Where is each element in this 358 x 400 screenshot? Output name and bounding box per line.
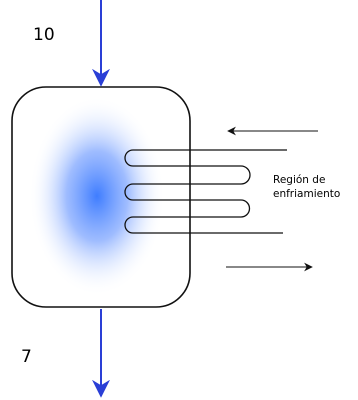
bottom-number-label: 7 (21, 347, 32, 367)
top-number-label: 10 (33, 25, 55, 45)
vessel-body (11, 86, 191, 308)
cooling-region-label-line2: enfriamiento (273, 188, 340, 200)
cooling-coil (124, 149, 287, 234)
cooling-region-label-line1: Región de (273, 174, 325, 186)
